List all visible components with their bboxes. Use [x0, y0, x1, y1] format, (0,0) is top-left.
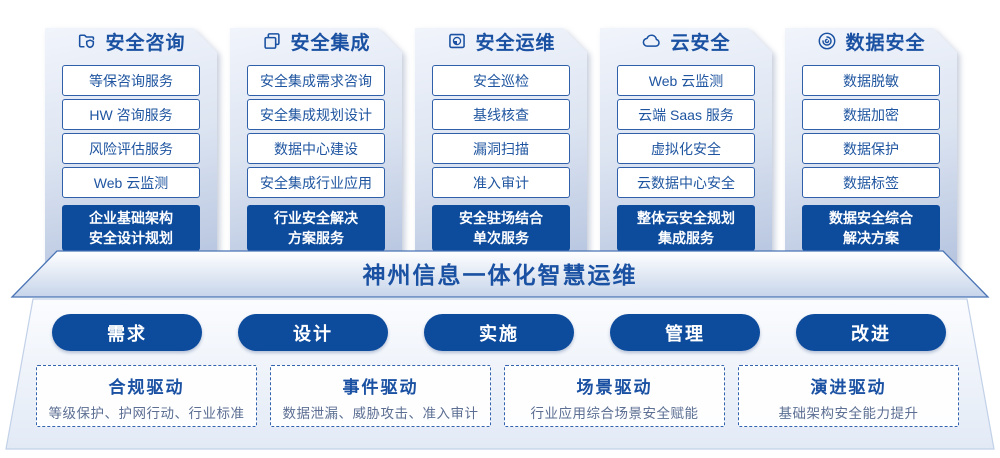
driver-desc: 数据泄漏、威胁攻击、准入审计 — [282, 406, 479, 421]
service-item: 数据脱敏 — [802, 65, 940, 96]
stage-pill-design: 设计 — [238, 314, 388, 351]
service-item: 云数据中心安全 — [617, 167, 755, 198]
column-title: 云安全 — [670, 32, 731, 54]
driver-title: 场景驱动 — [576, 378, 653, 397]
column-card-integration: 安全集成 安全集成需求咨询 安全集成规划设计 数据中心建设 安全集成行业应用 行… — [230, 8, 402, 278]
service-item: 漏洞扫描 — [432, 133, 570, 164]
summary-box: 安全驻场结合 单次服务 — [432, 205, 570, 251]
driver-box-evolution: 演进驱动 基础架构安全能力提升 — [738, 365, 959, 427]
stage-pill-management: 管理 — [610, 314, 760, 351]
service-item: 等保咨询服务 — [62, 65, 200, 96]
driver-title: 合规驱动 — [108, 378, 185, 397]
summary-box: 行业安全解决 方案服务 — [247, 205, 385, 251]
driver-title: 事件驱动 — [342, 378, 419, 397]
fingerprint-icon — [819, 32, 836, 50]
service-item: 安全集成行业应用 — [247, 167, 385, 198]
driver-box-compliance: 合规驱动 等级保护、护网行动、行业标准 — [36, 365, 257, 427]
stage-pill-improvement: 改进 — [796, 314, 946, 351]
summary-box: 数据安全综合 解决方案 — [802, 205, 940, 251]
pie-folder-icon — [449, 33, 466, 49]
driver-desc: 等级保护、护网行动、行业标准 — [48, 406, 245, 421]
service-item: 安全集成规划设计 — [247, 99, 385, 130]
stage-pill-implementation: 实施 — [424, 314, 574, 351]
column-title: 数据安全 — [845, 32, 926, 54]
service-item: 安全巡检 — [432, 65, 570, 96]
service-item: 云端 Saas 服务 — [617, 99, 755, 130]
service-item: Web 云监测 — [62, 167, 200, 198]
column-card-operations: 安全运维 安全巡检 基线核查 漏洞扫描 准入审计 安全驻场结合 单次服务 — [415, 8, 587, 278]
banner-title: 神州信息一体化智慧运维 — [362, 262, 638, 288]
service-item: 安全集成需求咨询 — [247, 65, 385, 96]
folder-shield-icon — [79, 34, 95, 49]
service-item: 数据标签 — [802, 167, 940, 198]
driver-box-scenario: 场景驱动 行业应用综合场景安全赋能 — [504, 365, 725, 427]
driver-title: 演进驱动 — [810, 378, 887, 397]
service-item: Web 云监测 — [617, 65, 755, 96]
column-card-consulting: 安全咨询 等保咨询服务 HW 咨询服务 风险评估服务 Web 云监测 企业基础架… — [45, 8, 217, 278]
stage-pill-requirement: 需求 — [52, 314, 202, 351]
column-title: 安全集成 — [290, 32, 371, 54]
driver-desc: 基础架构安全能力提升 — [778, 406, 919, 421]
service-item: 数据中心建设 — [247, 133, 385, 164]
column-header: 云安全 — [600, 28, 772, 54]
service-item: 数据保护 — [802, 133, 940, 164]
column-header: 安全咨询 — [45, 28, 217, 54]
summary-box: 企业基础架构 安全设计规划 — [62, 205, 200, 251]
column-header: 数据安全 — [785, 28, 957, 54]
service-item: 虚拟化安全 — [617, 133, 755, 164]
column-card-cloud: 云安全 Web 云监测 云端 Saas 服务 虚拟化安全 云数据中心安全 整体云… — [600, 8, 772, 278]
service-item: 风险评估服务 — [62, 133, 200, 164]
stage-pills-row: 需求 设计 实施 管理 改进 — [52, 314, 946, 351]
column-title: 安全运维 — [475, 32, 556, 54]
column-card-data-security: 数据安全 数据脱敏 数据加密 数据保护 数据标签 数据安全综合 解决方案 — [785, 8, 957, 278]
driver-desc: 行业应用综合场景安全赋能 — [530, 406, 699, 421]
column-header: 安全集成 — [230, 28, 402, 54]
service-item: 基线核查 — [432, 99, 570, 130]
column-header: 安全运维 — [415, 28, 587, 54]
service-item: 数据加密 — [802, 99, 940, 130]
driver-box-incident: 事件驱动 数据泄漏、威胁攻击、准入审计 — [270, 365, 491, 427]
column-title: 安全咨询 — [105, 32, 186, 54]
banner-platform-shape — [10, 250, 990, 298]
summary-box: 整体云安全规划 集成服务 — [617, 205, 755, 251]
service-item: 准入审计 — [432, 167, 570, 198]
drivers-row: 合规驱动 等级保护、护网行动、行业标准 事件驱动 数据泄漏、威胁攻击、准入审计 … — [36, 365, 959, 427]
copy-pages-icon — [264, 33, 281, 49]
cloud-icon — [643, 34, 661, 47]
service-item: HW 咨询服务 — [62, 99, 200, 130]
